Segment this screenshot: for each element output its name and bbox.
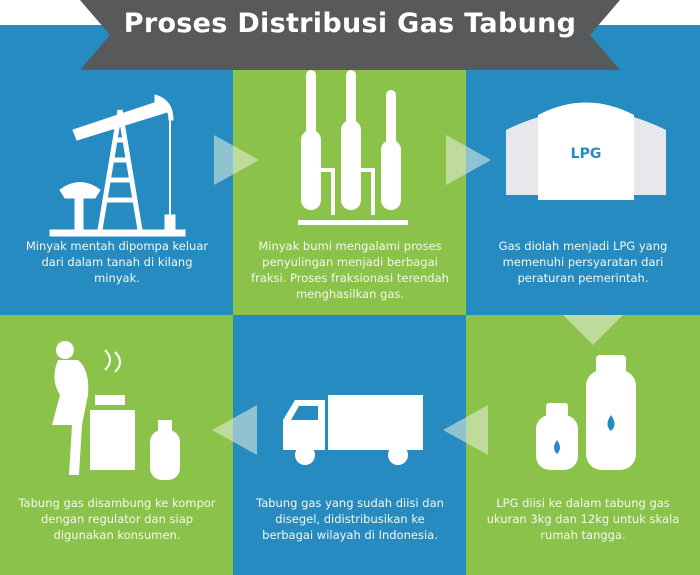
arrow-left-icon xyxy=(443,405,488,455)
step-5-text: Tabung gas yang sudah diisi dan disegel,… xyxy=(256,496,444,542)
step-3-text: Gas diolah menjadi LPG yang memenuhi per… xyxy=(498,239,668,285)
truck-icon xyxy=(283,395,423,465)
arrow-right-icon xyxy=(214,135,259,185)
step-4-panel: LPG diisi ke dalam tabung gas ukuran 3kg… xyxy=(466,315,700,575)
step-5-panel: Tabung gas yang sudah diisi dan disegel,… xyxy=(233,315,467,575)
step-4-text: LPG diisi ke dalam tabung gas ukuran 3kg… xyxy=(486,496,680,542)
page-title: Proses Distribusi Gas Tabung xyxy=(123,8,577,39)
distillation-column-icon xyxy=(298,70,408,225)
step-1-text: Minyak mentah dipompa keluar dari dalam … xyxy=(25,239,209,285)
step-2-panel: Minyak bumi mengalami proses penyulingan… xyxy=(233,50,467,315)
step-6-text: Tabung gas disambung ke kompor dengan re… xyxy=(18,496,216,542)
title-banner xyxy=(80,0,620,70)
woman-cooking-icon xyxy=(52,341,180,480)
gas-cylinders-icon xyxy=(536,355,636,470)
arrow-left-icon xyxy=(212,405,257,455)
step-1-panel: Minyak mentah dipompa keluar dari dalam … xyxy=(0,25,234,315)
arrow-right-icon xyxy=(446,135,491,185)
oil-pump-icon xyxy=(49,94,186,237)
lpg-label: LPG xyxy=(571,146,602,162)
step-6-panel: Tabung gas disambung ke kompor dengan re… xyxy=(0,315,234,575)
lpg-tank-icon: LPG xyxy=(506,102,666,200)
arrow-down-icon xyxy=(563,315,623,345)
step-3-panel: LPG Gas diolah menjadi LPG yang memenuhi… xyxy=(466,25,700,315)
step-2-text: Minyak bumi mengalami proses penyulingan… xyxy=(251,239,449,301)
